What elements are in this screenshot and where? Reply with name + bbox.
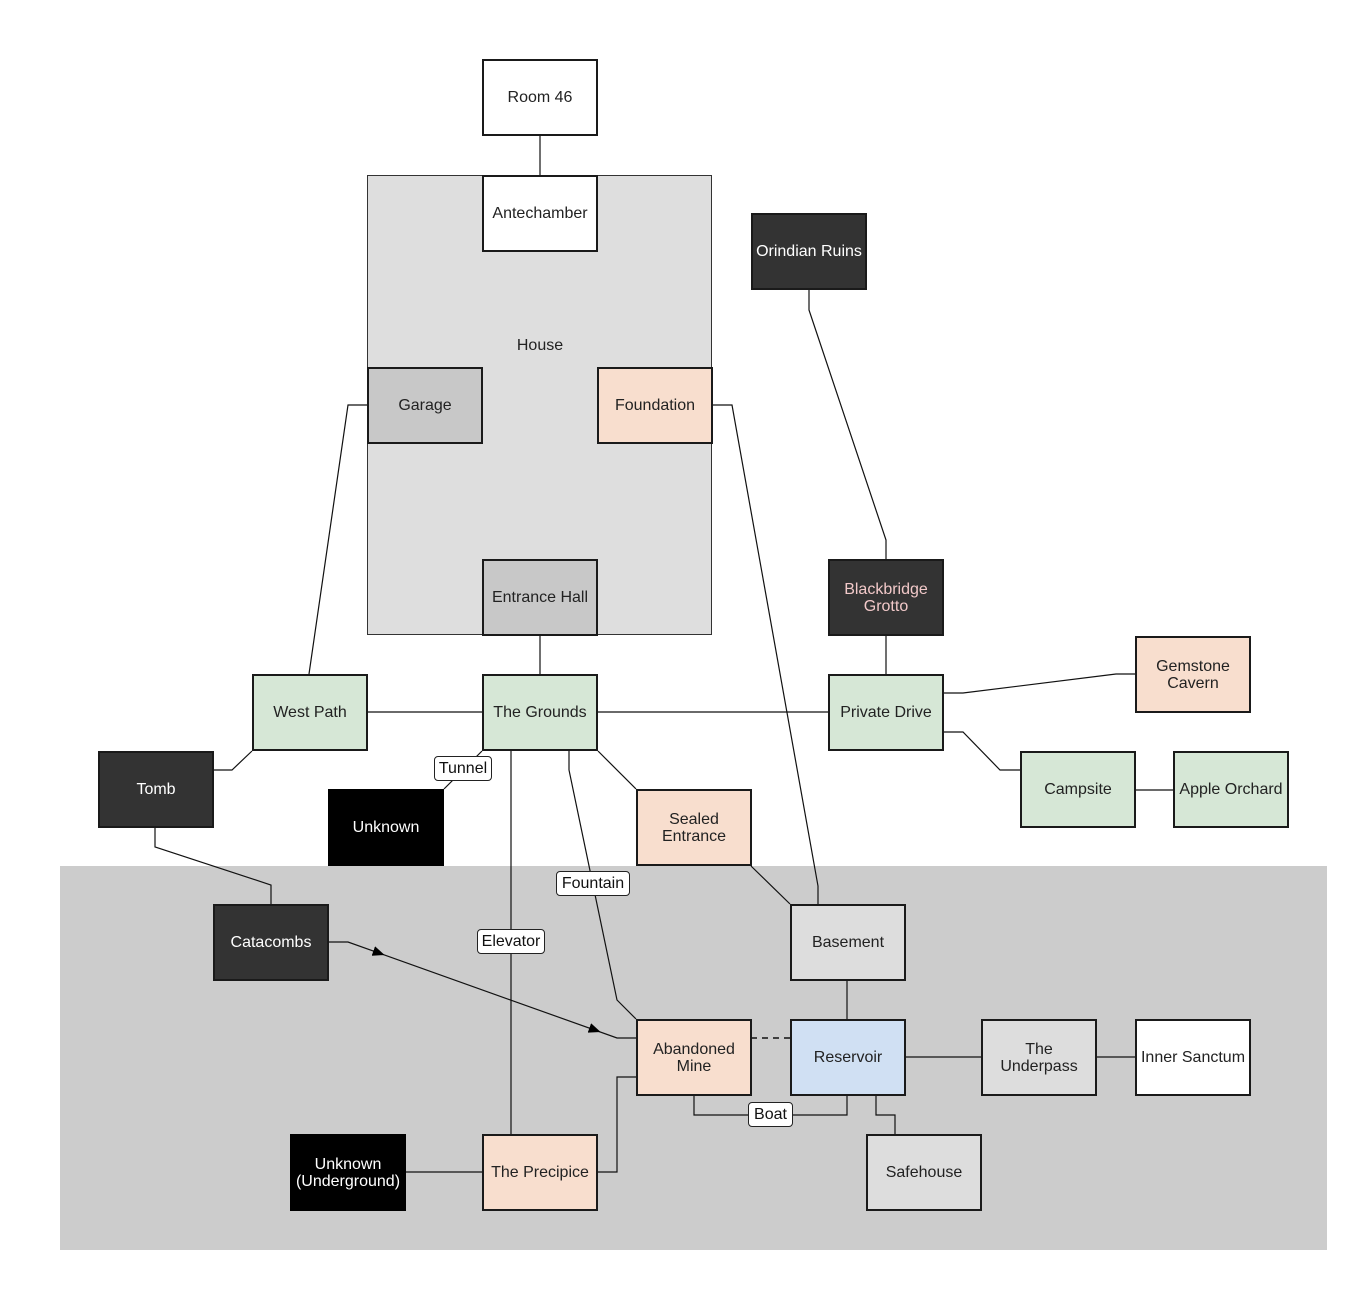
node-the-underpass[interactable]: The Underpass	[981, 1019, 1097, 1096]
node-west-path[interactable]: West Path	[252, 674, 368, 751]
edge-reservoir-to-safehouse	[875, 1096, 896, 1134]
edge-label-tunnel: Tunnel	[434, 756, 492, 781]
edge-private-drive-to-gemstone-cavern	[943, 673, 1135, 694]
node-room46[interactable]: Room 46	[482, 59, 598, 136]
node-entrance-hall[interactable]: Entrance Hall	[482, 559, 598, 636]
node-safehouse[interactable]: Safehouse	[866, 1134, 982, 1211]
node-the-grounds[interactable]: The Grounds	[482, 674, 598, 751]
edge-label-fountain: Fountain	[556, 871, 630, 896]
edge-label-elevator: Elevator	[477, 929, 545, 954]
node-the-precipice[interactable]: The Precipice	[482, 1134, 598, 1211]
node-private-drive[interactable]: Private Drive	[828, 674, 944, 751]
edge-tomb-to-catacombs	[154, 828, 272, 904]
node-antechamber[interactable]: Antechamber	[482, 175, 598, 252]
node-blackbridge-grotto[interactable]: Blackbridge Grotto	[828, 559, 944, 636]
edge-catacombs-to-abandoned-mine	[329, 941, 636, 1039]
edge-the-precipice-to-abandoned-mine	[598, 1076, 636, 1173]
node-gemstone-cavern[interactable]: Gemstone Cavern	[1135, 636, 1251, 713]
edge-the-grounds-to-sealed-entrance	[597, 750, 637, 790]
node-catacombs[interactable]: Catacombs	[213, 904, 329, 981]
edge-private-drive-to-campsite	[943, 731, 1020, 771]
edge-orindian-ruins-to-blackbridge-grotto	[808, 290, 887, 559]
node-apple-orchard[interactable]: Apple Orchard	[1173, 751, 1289, 828]
node-garage[interactable]: Garage	[367, 367, 483, 444]
node-unknown[interactable]: Unknown	[328, 789, 444, 866]
node-tomb[interactable]: Tomb	[98, 751, 214, 828]
edge-sealed-entrance-to-basement	[750, 865, 791, 905]
node-inner-sanctum[interactable]: Inner Sanctum	[1135, 1019, 1251, 1096]
edge-label-boat: Boat	[748, 1102, 793, 1127]
node-basement[interactable]: Basement	[790, 904, 906, 981]
node-abandoned-mine[interactable]: Abandoned Mine	[636, 1019, 752, 1096]
node-foundation[interactable]: Foundation	[597, 367, 713, 444]
node-campsite[interactable]: Campsite	[1020, 751, 1136, 828]
node-unknown-underground[interactable]: Unknown (Underground)	[290, 1134, 406, 1211]
edge-garage-to-west-path	[308, 404, 367, 675]
house-region-title: House	[482, 328, 598, 364]
node-orindian-ruins[interactable]: Orindian Ruins	[751, 213, 867, 290]
node-reservoir[interactable]: Reservoir	[790, 1019, 906, 1096]
edge-west-path-to-tomb	[214, 750, 253, 771]
edge-foundation-to-basement	[712, 404, 819, 904]
node-sealed-entrance[interactable]: Sealed Entrance	[636, 789, 752, 866]
